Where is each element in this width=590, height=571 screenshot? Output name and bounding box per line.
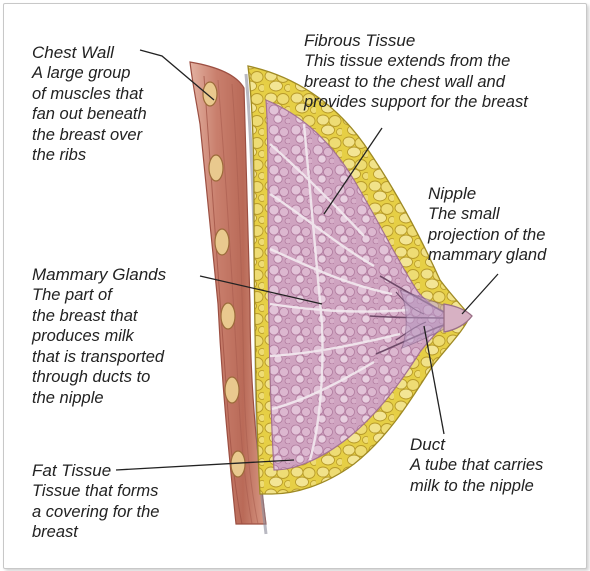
fibrous-tissue-title: Fibrous Tissue	[304, 30, 528, 51]
mammary-glands-label: Mammary Glands The part of the breast th…	[32, 264, 166, 408]
nipple-leader	[462, 274, 498, 314]
duct-label: Duct A tube that carries milk to the nip…	[410, 434, 543, 496]
chest-wall-title: Chest Wall	[32, 42, 147, 63]
nipple-title: Nipple	[428, 183, 546, 204]
fat-tissue-label: Fat Tissue Tissue that forms a covering …	[32, 460, 160, 543]
nipple-description: The small projection of the mammary glan…	[428, 204, 546, 266]
duct-title: Duct	[410, 434, 543, 455]
fat-tissue-description: Tissue that forms a covering for the bre…	[32, 481, 160, 543]
chest-wall-label: Chest Wall A large group of muscles that…	[32, 42, 147, 166]
chest-wall-description: A large group of muscles that fan out be…	[32, 63, 147, 166]
diagram-frame: Chest Wall A large group of muscles that…	[3, 3, 587, 569]
fibrous-tissue-description: This tissue extends from the breast to t…	[304, 51, 528, 113]
mammary-glands-title: Mammary Glands	[32, 264, 166, 285]
fat-tissue-title: Fat Tissue	[32, 460, 160, 481]
fibrous-tissue-label: Fibrous Tissue This tissue extends from …	[304, 30, 528, 113]
duct-description: A tube that carries milk to the nipple	[410, 455, 543, 496]
mammary-glands-description: The part of the breast that produces mil…	[32, 285, 166, 408]
nipple-label: Nipple The small projection of the mamma…	[428, 183, 546, 266]
